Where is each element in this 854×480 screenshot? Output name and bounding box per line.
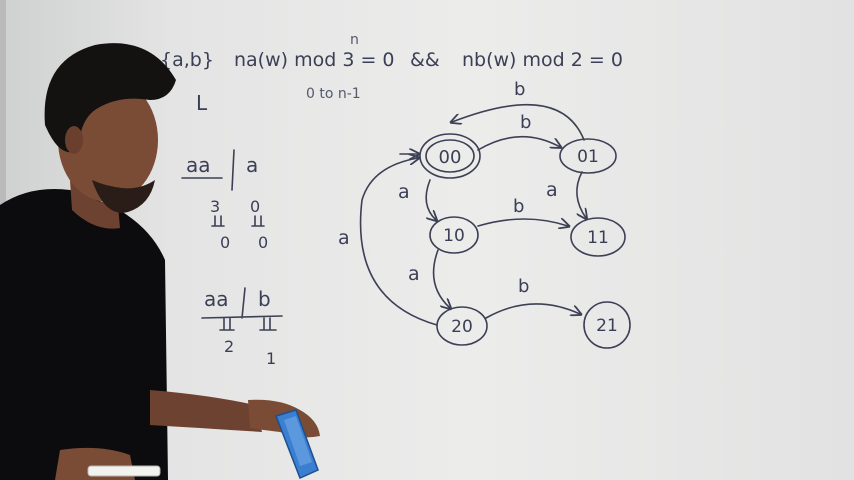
edge-20-21 <box>485 303 580 319</box>
label-10-20: a <box>408 263 420 285</box>
state-11-label: 11 <box>587 228 609 248</box>
work1-bottom-left: 0 <box>220 233 230 252</box>
hair <box>44 43 177 153</box>
forearm <box>150 390 262 432</box>
state-20-label: 20 <box>451 317 473 337</box>
work2-header-right: b <box>258 287 271 311</box>
edge-01-00 <box>452 103 585 141</box>
exponent-n: n <box>350 32 359 48</box>
work1-top-left: 3 <box>210 197 220 216</box>
state-11: 11 <box>570 217 626 257</box>
work2-header-left: aa <box>204 287 229 311</box>
state-21-label: 21 <box>596 316 618 336</box>
condition-a: na(w) mod 3 = 0 <box>234 49 395 71</box>
work1-header-right: a <box>246 153 258 177</box>
black-shirt <box>0 189 168 480</box>
edge-20-00 <box>359 158 438 326</box>
state-10: 10 <box>429 216 479 254</box>
edge-00-01 <box>477 135 560 151</box>
work2-bottom-left: 2 <box>224 337 234 356</box>
label-20-00: a <box>338 227 350 249</box>
ear <box>65 126 83 154</box>
work-block-2: aa b 2 1 <box>201 287 283 368</box>
label-00-01: b <box>520 112 531 133</box>
label-20-21: b <box>518 276 529 297</box>
beard <box>92 180 155 213</box>
state-00-label: 00 <box>439 147 462 168</box>
state-10-label: 10 <box>443 226 465 246</box>
work1-equals <box>211 215 265 227</box>
work-block-1: aa a 3 0 0 0 <box>181 149 268 252</box>
work1-bottom-right: 0 <box>258 233 268 252</box>
state-01: 01 <box>559 138 617 174</box>
language-L: L <box>196 91 208 115</box>
state-21: 21 <box>583 301 631 349</box>
work2-lines <box>201 287 283 331</box>
work2-bottom-right: 1 <box>266 349 276 368</box>
phone-screen <box>284 416 312 466</box>
edge-01-11 <box>576 171 586 218</box>
range-note: 0 to n-1 <box>306 86 361 102</box>
edge-10-20 <box>432 249 450 308</box>
label-00-10: a <box>398 181 410 203</box>
work1-header-left: aa <box>186 153 211 177</box>
state-20: 20 <box>436 306 488 346</box>
work1-top-right: 0 <box>250 197 260 216</box>
label-01-11: a <box>546 179 558 201</box>
edge-10-11 <box>477 219 568 226</box>
language-set: {a,b} <box>160 49 214 71</box>
state-00: 00 <box>419 133 481 179</box>
marker-pen <box>87 465 161 477</box>
work1-divider <box>181 149 235 191</box>
and-operator: && <box>410 49 440 71</box>
dfa-diagram: 00 01 10 11 20 21 b <box>338 79 631 349</box>
label-10-11: b <box>513 196 524 217</box>
edge-00-10 <box>425 179 436 220</box>
condition-b: nb(w) mod 2 = 0 <box>462 49 623 71</box>
state-01-label: 01 <box>577 147 599 167</box>
label-01-00: b <box>514 79 525 100</box>
